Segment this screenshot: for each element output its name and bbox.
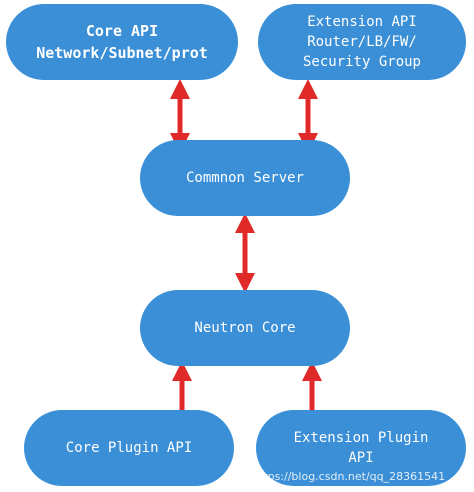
extension-plugin-api-line1: Extension Plugin [293, 430, 429, 446]
neutron-core-node: Neutron Core [140, 290, 350, 366]
common-server-node: Commnon Server [140, 140, 350, 216]
common-server-label: Commnon Server [185, 170, 304, 186]
extension-api-line3: Security Group [302, 54, 421, 70]
core-api-title: Core API [85, 22, 159, 40]
extension-plugin-api-line2: API [348, 450, 374, 466]
core-api-subtitle: Network/Subnet/prot [36, 44, 208, 62]
neutron-core-label: Neutron Core [194, 320, 296, 336]
core-plugin-api-node: Core Plugin API [24, 410, 234, 486]
extension-api-title: Extension API [307, 14, 417, 30]
extension-plugin-api-node: Extension Plugin API [256, 410, 466, 486]
extension-api-line2: Router/LB/FW/ [307, 34, 417, 50]
watermark-text: https://blog.csdn.net/qq_28361541 [252, 470, 446, 483]
core-plugin-api-label: Core Plugin API [65, 440, 193, 456]
core-api-node: Core API Network/Subnet/prot [6, 4, 238, 80]
extension-api-node: Extension API Router/LB/FW/ Security Gro… [258, 4, 466, 80]
